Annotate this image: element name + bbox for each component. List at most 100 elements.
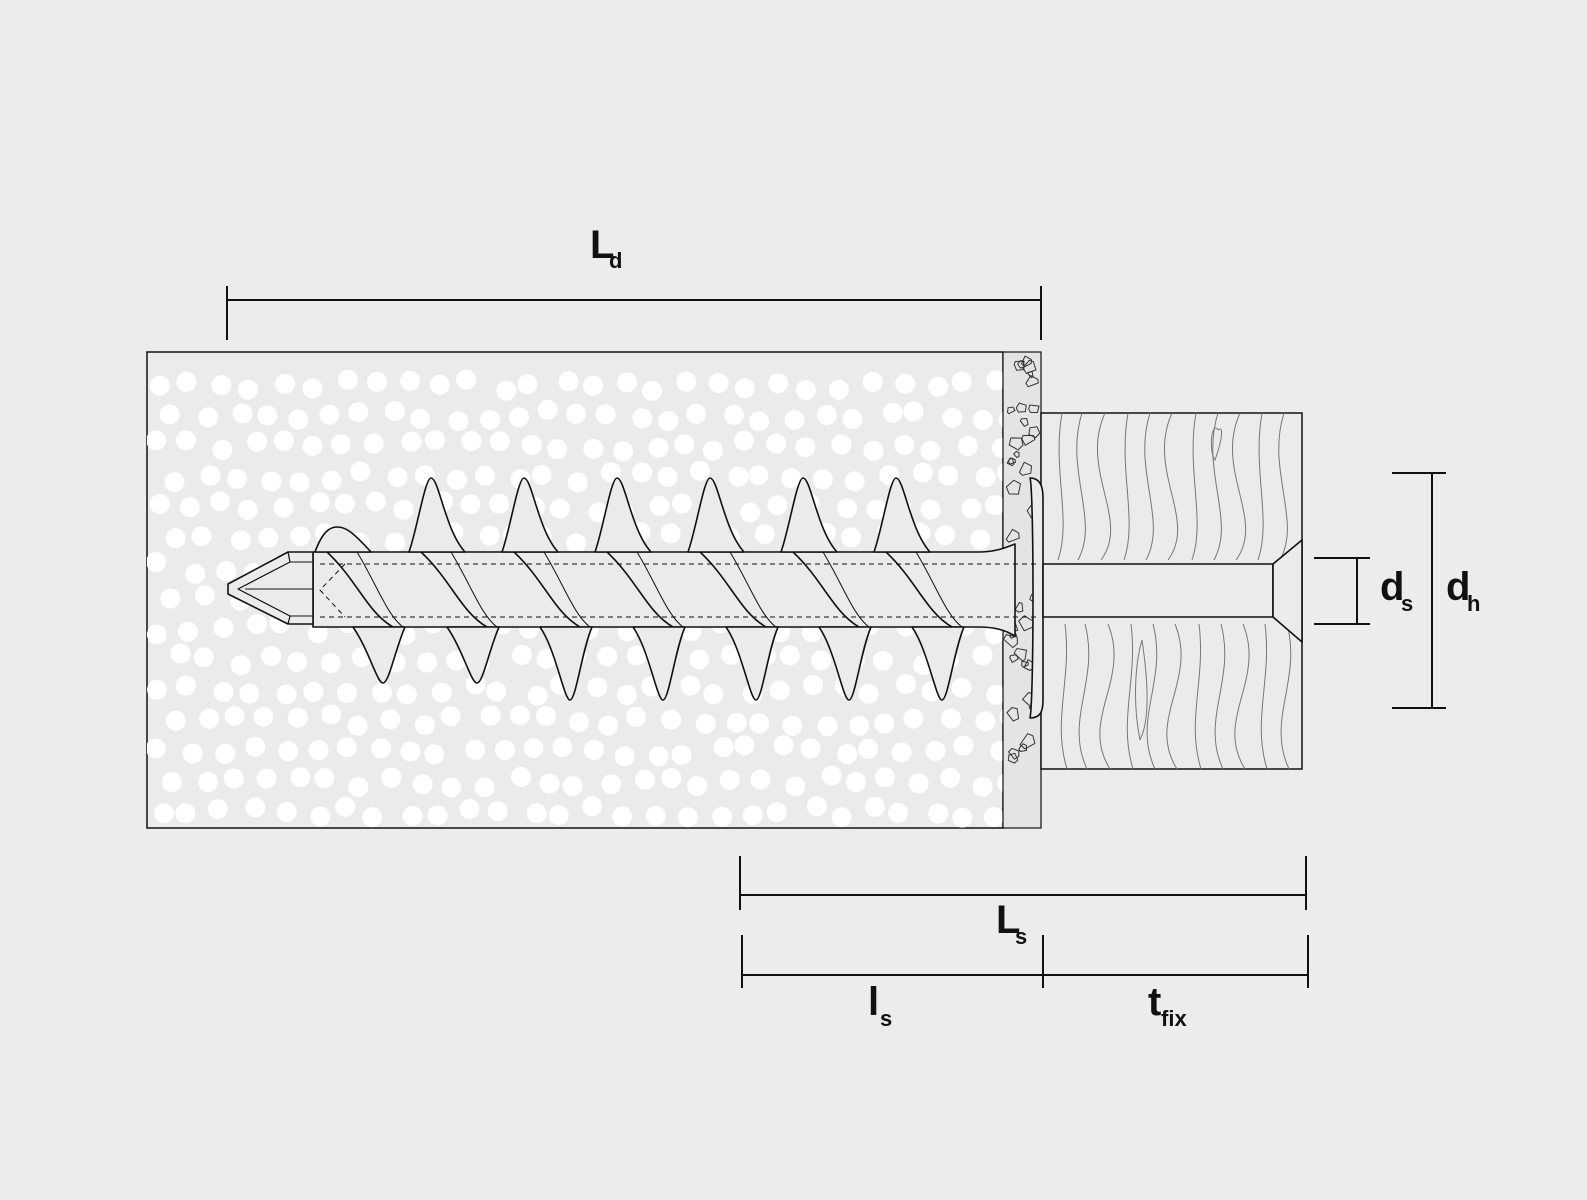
pore <box>176 430 196 451</box>
pore <box>365 491 386 512</box>
pore <box>565 403 586 424</box>
pore <box>626 645 647 666</box>
thread-helix <box>356 551 404 628</box>
pore <box>380 709 401 730</box>
pore <box>844 471 865 492</box>
pore <box>385 532 405 553</box>
pore <box>347 715 368 736</box>
pore <box>273 497 294 518</box>
pore <box>400 741 421 762</box>
pore <box>441 777 462 798</box>
pore <box>642 380 662 401</box>
pore <box>648 437 669 458</box>
dimension-lines <box>226 286 1446 988</box>
pore <box>511 644 532 665</box>
pore <box>302 435 323 456</box>
pore <box>617 372 638 393</box>
pore <box>972 776 993 797</box>
pore <box>230 530 251 551</box>
pore <box>894 435 915 456</box>
pore <box>831 807 852 828</box>
pore <box>427 805 448 826</box>
pore <box>387 467 408 488</box>
anchor-screw <box>227 477 1303 719</box>
grit-particle <box>1025 374 1039 388</box>
thread-helix <box>822 551 870 628</box>
pore <box>680 675 701 696</box>
thread-flight-top <box>408 477 466 553</box>
thread-helix <box>792 551 860 628</box>
thread-helix <box>729 551 777 628</box>
pore <box>806 796 827 817</box>
screw-head <box>1272 539 1303 643</box>
pore <box>742 805 763 826</box>
grain-line <box>1231 413 1250 769</box>
grit-particle <box>1018 743 1028 752</box>
pore <box>253 706 274 727</box>
pore <box>660 523 681 544</box>
pore <box>460 494 481 515</box>
pore <box>348 402 369 423</box>
pore <box>176 371 197 392</box>
svg-text:d: d <box>1380 565 1404 609</box>
pore <box>689 649 710 670</box>
pore <box>290 767 311 788</box>
pore <box>748 465 769 486</box>
pore <box>562 776 583 797</box>
grain-knot <box>1210 427 1223 462</box>
pore <box>677 807 698 828</box>
pore <box>635 769 655 790</box>
pore <box>587 677 608 698</box>
pore <box>213 617 234 638</box>
grain-line <box>1191 413 1202 769</box>
grit-particle <box>1013 450 1020 459</box>
pore <box>548 805 569 825</box>
pore <box>216 561 237 581</box>
pore <box>875 767 895 788</box>
grit-particle <box>1006 406 1016 415</box>
wood-grain <box>1057 413 1292 769</box>
pore <box>149 375 170 396</box>
pore <box>308 623 328 644</box>
grit-particle <box>1018 461 1033 476</box>
pore <box>159 404 180 425</box>
pore <box>363 433 384 454</box>
thread-flight-top <box>780 477 838 553</box>
svg-text:fix: fix <box>1161 1006 1187 1031</box>
pore <box>371 682 392 703</box>
pore <box>891 742 912 763</box>
pore <box>496 380 517 401</box>
pore <box>928 376 949 397</box>
pore <box>417 652 437 673</box>
pore <box>245 797 266 818</box>
pore <box>942 407 963 428</box>
pore <box>465 739 486 760</box>
pore <box>687 776 708 796</box>
thread-helix <box>420 551 488 628</box>
grain-line <box>1163 413 1182 769</box>
pore <box>446 650 467 671</box>
thread-flight-top <box>314 526 372 553</box>
pore <box>702 440 723 461</box>
grit-particle <box>1007 457 1017 465</box>
grit-particle <box>1002 634 1018 649</box>
pore <box>928 803 949 824</box>
pore <box>381 767 402 788</box>
grit-particle <box>1017 360 1025 369</box>
pore <box>896 674 916 694</box>
grit-particle <box>1007 752 1019 764</box>
pore <box>568 712 589 733</box>
label-ds: d s <box>1380 565 1413 616</box>
pore <box>261 646 282 666</box>
pore <box>537 399 558 420</box>
pore <box>185 563 206 584</box>
pore <box>858 738 879 759</box>
pore <box>862 371 883 392</box>
pore <box>613 441 634 462</box>
pore <box>336 737 357 758</box>
svg-text:d: d <box>1446 565 1470 609</box>
pore <box>713 737 734 758</box>
drill-tip <box>227 551 314 625</box>
pore <box>708 373 729 393</box>
pore <box>986 684 1003 705</box>
